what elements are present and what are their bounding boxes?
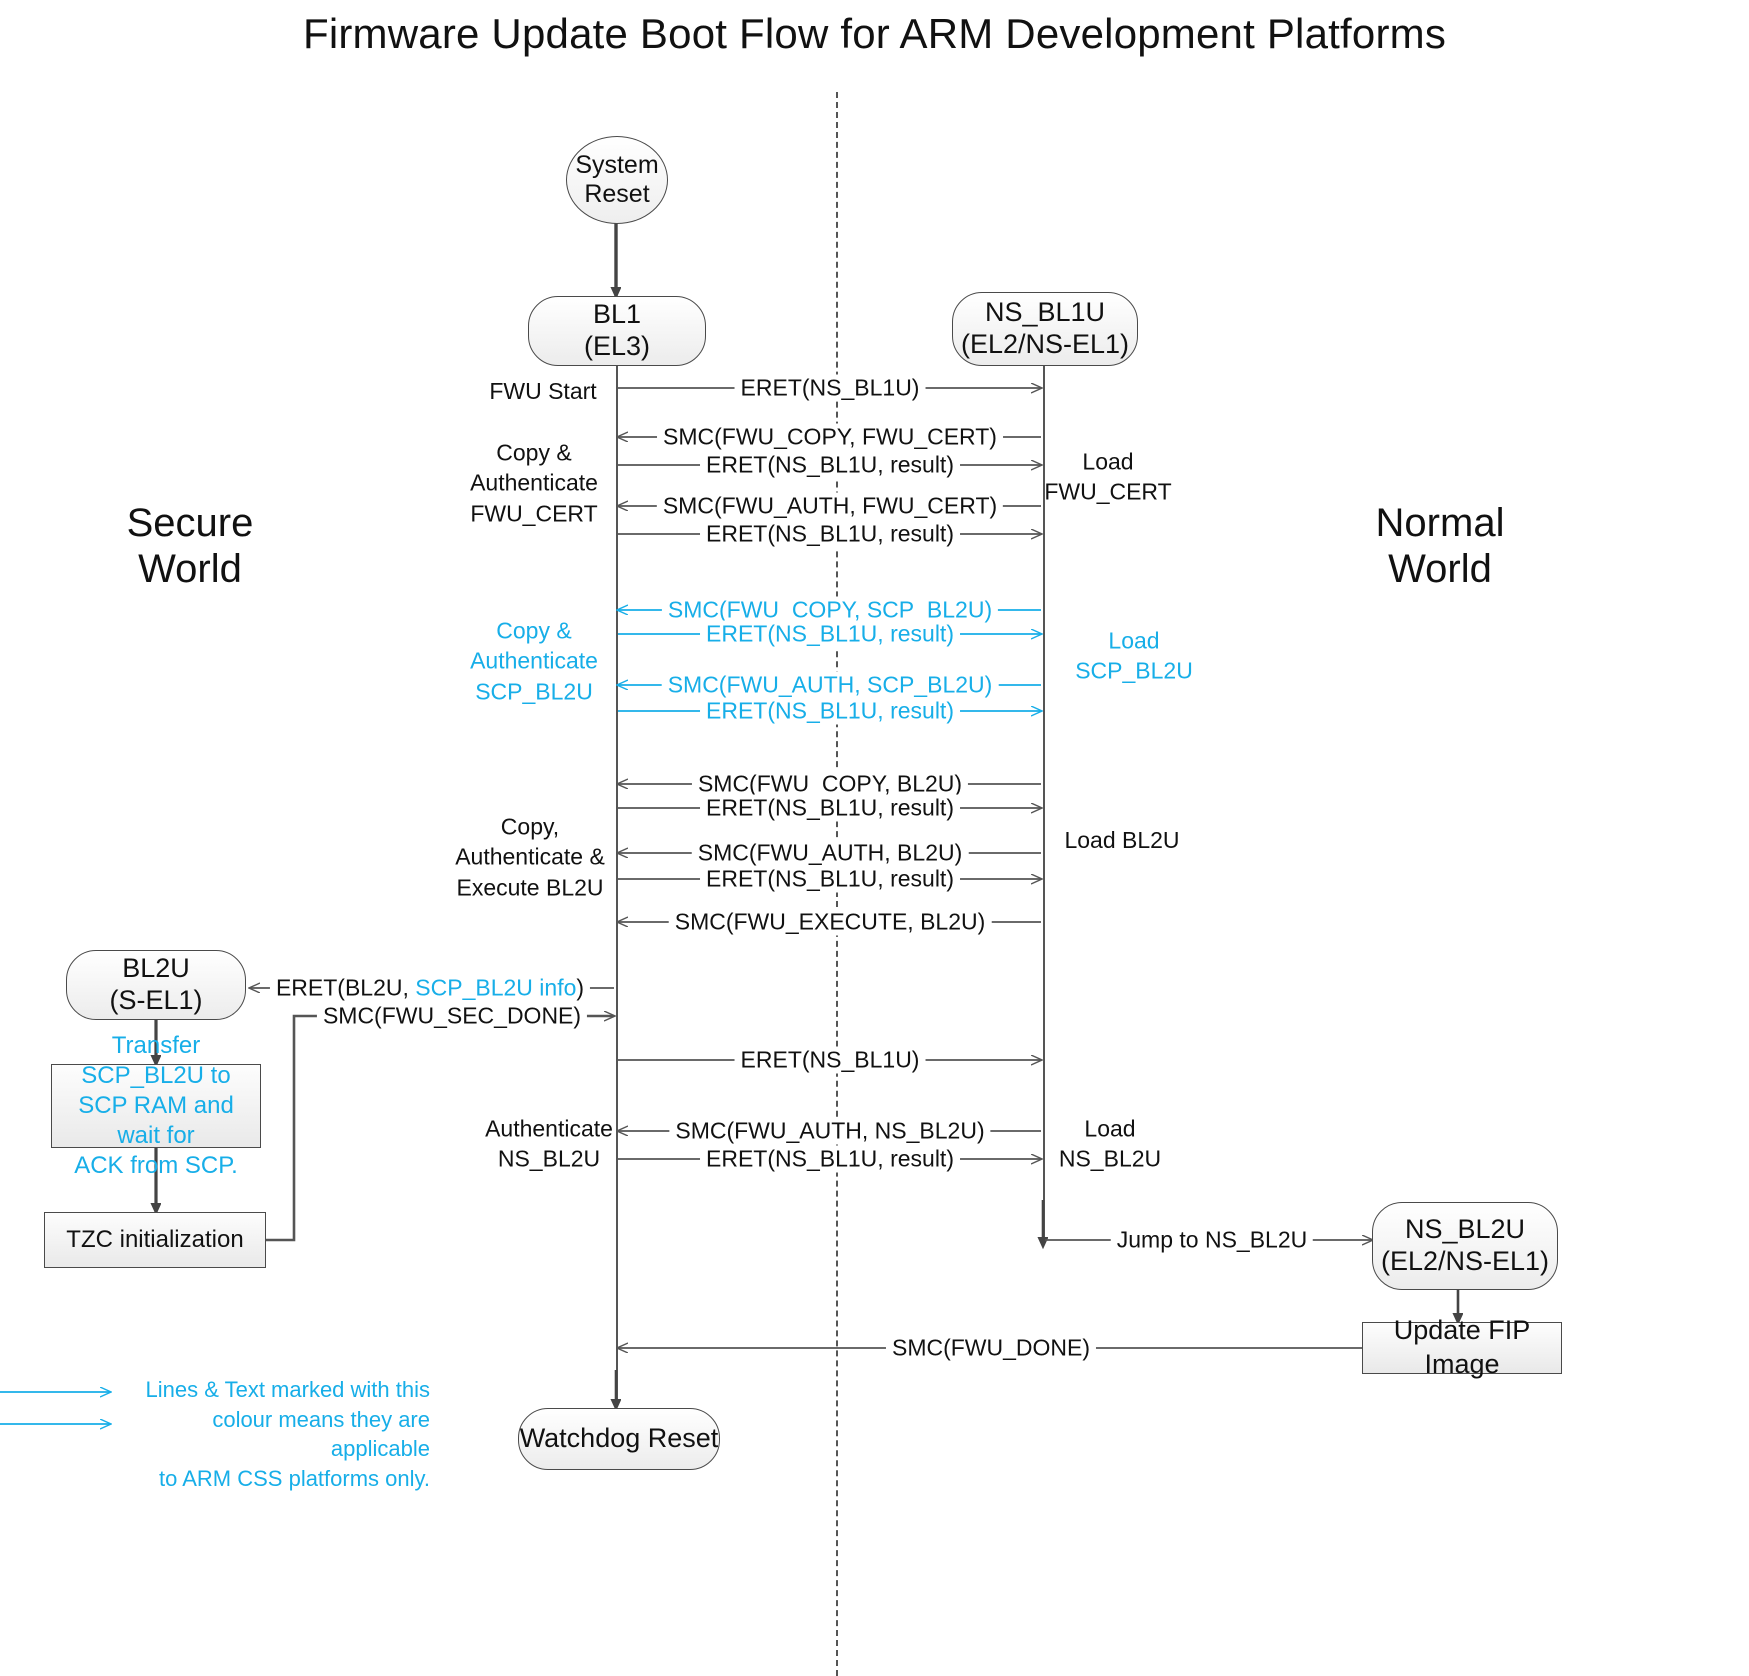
message-label-m16: ERET(NS_BL1U) [734, 1046, 926, 1074]
message-label-m15: SMC(FWU_SEC_DONE) [316, 1002, 588, 1030]
message-label-m1: ERET(NS_BL1U) [734, 374, 926, 402]
page-title: Firmware Update Boot Flow for ARM Develo… [302, 10, 1447, 57]
message-label-m10: SMC(FWU_COPY, BL2U) [691, 770, 969, 798]
legend-text: Lines & Text marked with this colour mea… [145, 1377, 431, 1492]
message-label-m3: ERET(NS_BL1U, result) [700, 451, 960, 479]
left-note-copy-auth-exec-bl2u: Copy, Authenticate & Execute BL2U [455, 813, 605, 901]
message-label-m11: ERET(NS_BL1U, result) [700, 794, 960, 822]
message-label-m12: SMC(FWU_AUTH, BL2U) [691, 839, 969, 867]
box-transfer-scp-bl2u[interactable]: Transfer SCP_BL2U to SCP RAM and wait fo… [51, 1032, 261, 1179]
box-update-fip-image[interactable]: Update FIP Image [1362, 1315, 1562, 1379]
message-label-m8: SMC(FWU_AUTH, SCP_BL2U) [661, 671, 999, 699]
message-label-m6: SMC(FWU_COPY, SCP_BL2U) [661, 596, 999, 624]
message-label-m2: SMC(FWU_COPY, FWU_CERT) [657, 423, 1003, 451]
left-note-copy-auth-scp: Copy & Authenticate SCP_BL2U [470, 617, 598, 705]
eret-bl2u-prefix: ERET(BL2U, [275, 974, 416, 1001]
node-ns-bl2u[interactable]: NS_BL2U (EL2/NS-EL1) [1372, 1202, 1558, 1290]
eret-bl2u-accent: SCP_BL2U info [415, 974, 577, 1001]
message-label-m20: SMC(FWU_DONE) [885, 1334, 1097, 1362]
eret-bl2u-suffix: ) [576, 974, 585, 1001]
message-label-m14: SMC(FWU_EXECUTE, BL2U) [668, 908, 992, 936]
message-label-m13: ERET(NS_BL1U, result) [700, 865, 960, 893]
left-note-fwu-start: FWU Start [489, 377, 597, 404]
message-label-m7: ERET(NS_BL1U, result) [700, 620, 960, 648]
right-note-load-scp-bl2u: Load SCP_BL2U [1075, 627, 1193, 684]
message-label-m17: SMC(FWU_AUTH, NS_BL2U) [669, 1117, 991, 1145]
message-label-m4: SMC(FWU_AUTH, FWU_CERT) [656, 492, 1004, 520]
message-label-eret-bl2u: ERET(BL2U, SCP_BL2U info) [269, 974, 591, 1002]
message-label-m18: ERET(NS_BL1U, result) [700, 1145, 960, 1173]
right-note-load-fwu-cert: Load FWU_CERT [1044, 448, 1172, 505]
bl1-lifeline [616, 365, 618, 1405]
node-bl2u[interactable]: BL2U (S-EL1) [66, 950, 246, 1020]
left-note-authenticate-ns-bl2u: Authenticate NS_BL2U [485, 1115, 613, 1172]
box-tzc-initialization[interactable]: TZC initialization [44, 1212, 266, 1268]
node-ns-bl1u[interactable]: NS_BL1U (EL2/NS-EL1) [952, 292, 1138, 366]
message-label-m19: Jump to NS_BL2U [1110, 1226, 1314, 1254]
node-watchdog-reset[interactable]: Watchdog Reset [518, 1408, 720, 1470]
normal-world-label: Normal World [1375, 501, 1505, 591]
right-note-load-bl2u: Load BL2U [1064, 826, 1180, 853]
message-label-m5: ERET(NS_BL1U, result) [700, 520, 960, 548]
left-note-copy-auth-cert: Copy & Authenticate FWU_CERT [470, 439, 598, 527]
right-note-load-ns-bl2u: Load NS_BL2U [1058, 1115, 1162, 1172]
node-system-reset[interactable]: System Reset [566, 136, 668, 224]
secure-world-label: Secure World [126, 501, 254, 591]
node-bl1[interactable]: BL1 (EL3) [528, 296, 706, 366]
ns-bl1u-lifeline [1043, 365, 1045, 1245]
message-label-m9: ERET(NS_BL1U, result) [700, 697, 960, 725]
